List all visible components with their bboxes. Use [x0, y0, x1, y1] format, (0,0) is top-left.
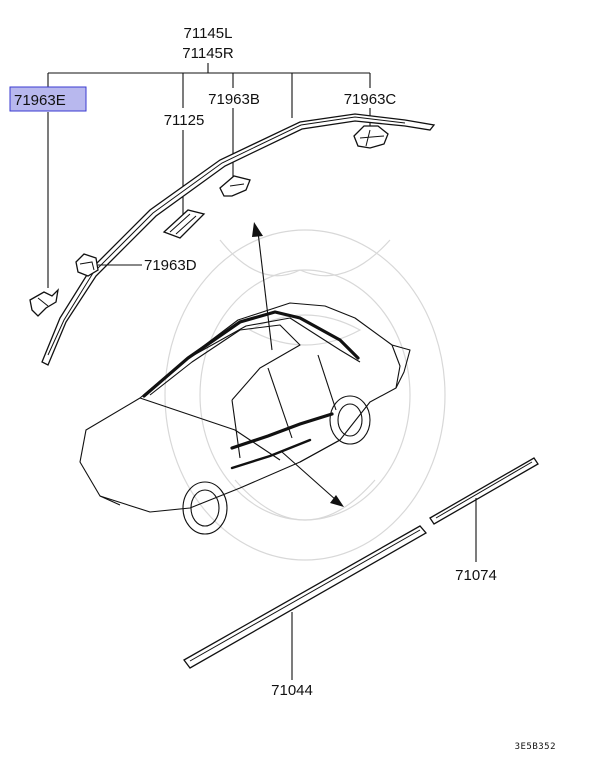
- label-71145l[interactable]: 71145L: [184, 25, 233, 42]
- clip-71963d-part: [75, 253, 142, 277]
- sill-molding-71044-part: [183, 525, 428, 680]
- diagram-code: 3E5B352: [515, 742, 556, 752]
- clip-71963e-part: [29, 288, 59, 317]
- car-illustration: [79, 302, 411, 535]
- label-71074[interactable]: 71074: [455, 567, 497, 584]
- leader-lines-71145: [47, 63, 371, 288]
- label-71963b[interactable]: 71963B: [208, 91, 260, 108]
- label-71963c[interactable]: 71963C: [344, 91, 397, 108]
- label-71963e[interactable]: 71963E: [14, 92, 66, 109]
- clip-71963c-part: [353, 125, 389, 149]
- sill-molding-71074-part: [429, 457, 539, 562]
- label-71963d[interactable]: 71963D: [144, 257, 197, 274]
- highlight-box-71963e: [9, 86, 87, 112]
- label-71145r[interactable]: 71145R: [182, 45, 234, 62]
- label-71044[interactable]: 71044: [271, 682, 313, 699]
- clip-71963b-part: [219, 175, 251, 197]
- label-71125[interactable]: 71125: [164, 112, 205, 129]
- car-highlighted-moldings: [142, 310, 360, 470]
- label-group: 71145L 71145R 71963E 71963B 71963C 71125…: [9, 25, 556, 752]
- arrow-to-roof: [252, 222, 273, 351]
- watermark-emblem: [164, 229, 446, 561]
- arrow-to-sill: [281, 451, 344, 507]
- roof-drip-molding: [41, 113, 436, 366]
- pad-71125-part: [162, 209, 206, 239]
